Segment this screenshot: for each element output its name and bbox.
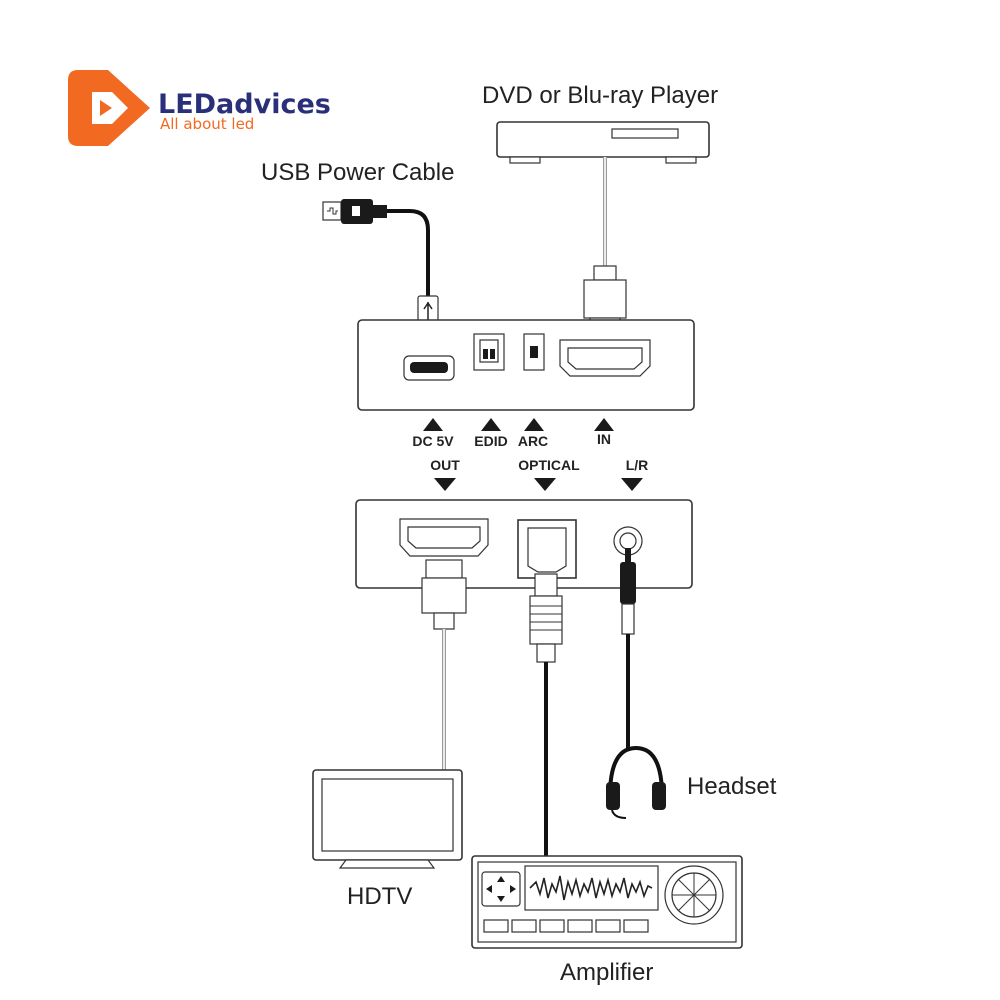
logo-tagline: All about led — [160, 115, 254, 133]
dc5v-label: DC 5V — [412, 433, 454, 449]
up-arrow-icon — [481, 418, 501, 431]
volume-knob — [664, 865, 724, 925]
logo-name: LEDadvices — [158, 89, 331, 120]
dvd-player — [496, 121, 710, 164]
arc-switch — [523, 333, 545, 371]
out-label: OUT — [430, 457, 460, 473]
down-arrow-icon — [621, 478, 643, 491]
play-arrow-logo-icon — [68, 70, 150, 146]
lr-label: L/R — [626, 457, 649, 473]
audio-output-cable — [620, 548, 636, 748]
headset-label: Headset — [687, 773, 777, 800]
hdmi-input-cable — [583, 157, 627, 334]
hdtv-label: HDTV — [347, 883, 412, 910]
ledadvices-logo: LEDadvices All about led — [68, 70, 331, 146]
headset-icon — [606, 745, 666, 819]
usb-power-cable — [322, 199, 439, 331]
hdmi-in-port — [559, 339, 651, 377]
amplifier-buttons — [483, 919, 649, 933]
input-port-labels: DC 5V EDID ARC IN — [412, 418, 614, 449]
up-arrow-icon — [524, 418, 544, 431]
up-arrow-icon — [423, 418, 443, 431]
input-panel — [357, 319, 695, 411]
optical-label: OPTICAL — [518, 457, 580, 473]
optical-output-cable — [529, 573, 563, 858]
hdmi-output-cable — [421, 559, 467, 770]
optical-port — [517, 519, 577, 579]
hdtv-device — [312, 769, 463, 869]
edid-label: EDID — [474, 433, 507, 449]
amplifier-device — [471, 855, 743, 949]
up-arrow-icon — [594, 418, 614, 431]
arc-label: ARC — [518, 433, 548, 449]
output-port-labels: OUT OPTICAL L/R — [430, 457, 648, 491]
amplifier-label: Amplifier — [560, 959, 653, 986]
edid-dip-switch — [473, 333, 505, 371]
down-arrow-icon — [434, 478, 456, 491]
waveform-display — [524, 865, 659, 911]
direction-pad-icon — [481, 871, 521, 907]
down-arrow-icon — [534, 478, 556, 491]
in-label: IN — [597, 431, 611, 447]
dvd-player-label: DVD or Blu-ray Player — [482, 82, 718, 109]
usb-cable-label: USB Power Cable — [261, 159, 454, 186]
hdmi-out-port — [399, 518, 489, 557]
output-panel — [355, 499, 693, 589]
audio-jack-port — [613, 526, 643, 556]
micro-usb-port — [403, 355, 455, 381]
